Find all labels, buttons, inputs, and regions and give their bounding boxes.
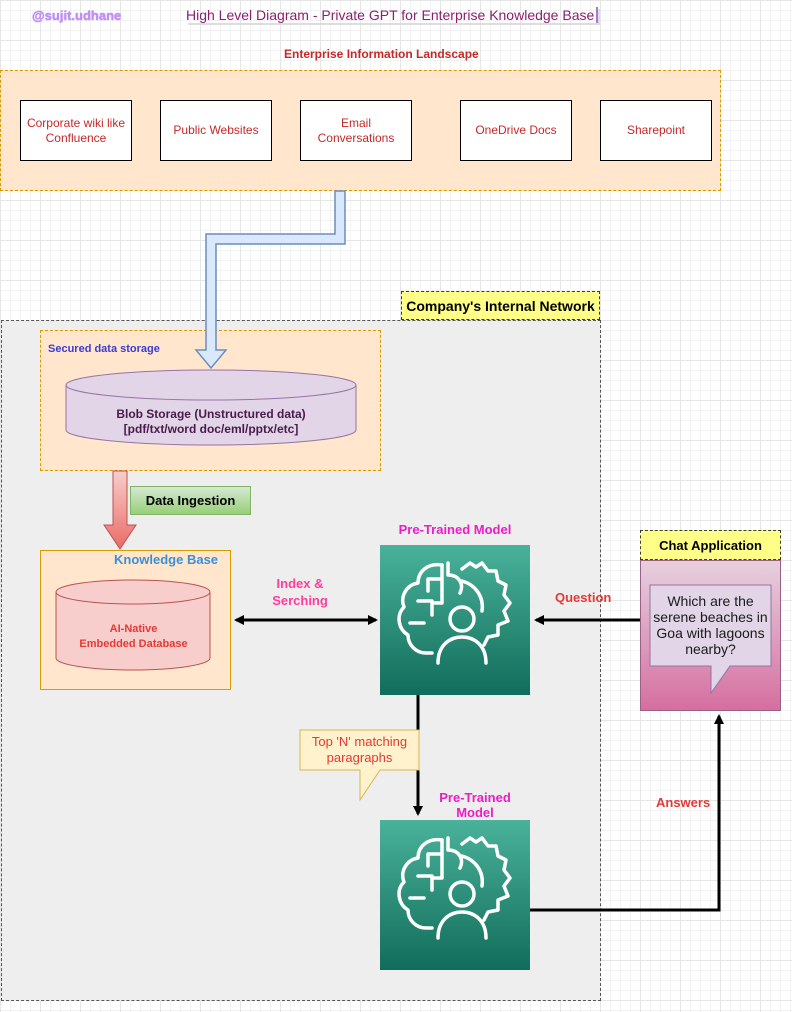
- author-handle: @sujit.udhane: [32, 8, 122, 23]
- answers-label: Answers: [656, 795, 711, 810]
- blob-storage-text: Blob Storage (Unstructured data) [pdf/tx…: [66, 404, 356, 440]
- kb-line1: AI-Native: [109, 623, 158, 635]
- index-line1: Index &: [276, 576, 324, 591]
- source-box-sharepoint[interactable]: Sharepoint: [600, 100, 712, 161]
- source-box-websites[interactable]: Public Websites: [160, 100, 272, 161]
- pretrained-model-node-2[interactable]: [380, 820, 530, 970]
- sample-question-text: Which are the serene beaches in Goa with…: [653, 593, 768, 657]
- pretrained-model-label-1: Pre-Trained Model: [398, 522, 512, 537]
- matching-line1: Top 'N' matching: [311, 734, 408, 749]
- source-box-onedrive[interactable]: OneDrive Docs: [460, 100, 572, 161]
- data-ingestion-label: Data Ingestion: [130, 486, 251, 515]
- blob-storage-types: [pdf/txt/word doc/eml/pptx/etc]: [123, 422, 299, 436]
- index-searching-label: Index & Serching: [258, 575, 342, 609]
- ai-brain-icon: [397, 561, 512, 665]
- answers-arrow: [530, 714, 724, 912]
- kb-line2: Embedded Database: [79, 638, 188, 650]
- source-box-wiki[interactable]: Corporate wiki like Confluence: [20, 100, 132, 161]
- chat-application-label: Chat Application: [640, 530, 781, 560]
- ingest-flow-arrow: [194, 190, 346, 370]
- knowledge-base-label: Knowledge Base: [114, 552, 219, 567]
- landscape-title: Enterprise Information Landscape: [284, 47, 479, 61]
- ai-brain-icon: [397, 836, 512, 940]
- secured-storage-label: Secured data storage: [48, 343, 160, 355]
- kb-cylinder-text: AI-Native Embedded Database: [56, 622, 211, 652]
- internal-network-label: Company's Internal Network: [401, 291, 600, 320]
- ingestion-arrow: [103, 470, 137, 550]
- blob-storage-cylinder: [65, 369, 357, 446]
- model2-line1: Pre-Trained: [439, 790, 511, 805]
- matching-callout: [299, 729, 420, 802]
- diagram-title: High Level Diagram - Private GPT for Ent…: [186, 7, 599, 23]
- pretrained-model-node-1[interactable]: [380, 545, 530, 695]
- kb-cylinder: [55, 579, 211, 671]
- question-label: Question: [555, 590, 612, 605]
- pretrained-model-label-2: Pre-Trained Model: [430, 790, 520, 820]
- matching-line2: paragraphs: [326, 750, 393, 765]
- source-box-email[interactable]: Email Conversations: [300, 100, 412, 161]
- index-line2: Serching: [272, 593, 328, 608]
- blob-storage-title: Blob Storage (Unstructured data): [116, 407, 306, 421]
- matching-paragraphs-text: Top 'N' matching paragraphs: [300, 730, 419, 770]
- model2-line2: Model: [456, 805, 494, 820]
